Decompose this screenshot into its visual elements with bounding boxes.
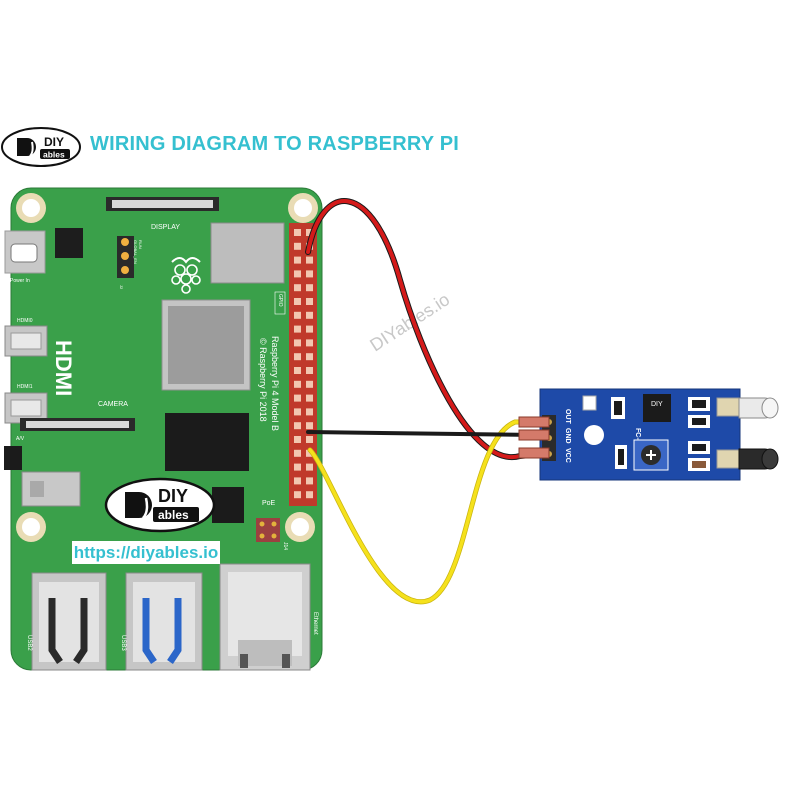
pin-label-out: OUT <box>564 409 571 425</box>
poe-label: PoE <box>262 500 276 507</box>
website-url: https://diyables.io <box>72 541 220 564</box>
sensor-chip-label: DIY <box>651 401 663 408</box>
pin-label-vcc: VCC <box>564 448 571 463</box>
mounting-holes <box>16 193 318 542</box>
run-label: RUN <box>138 240 143 249</box>
hdmi0-label: HDMI0 <box>17 318 33 324</box>
gpio-pin <box>306 298 313 305</box>
gpio-pin <box>306 229 313 236</box>
logo-top-text: DIY <box>44 135 64 149</box>
diyables-logo-board: DIY ables <box>104 477 216 533</box>
module-label: FC-51 <box>634 428 641 448</box>
hdmi1-label: HDMI1 <box>17 384 33 390</box>
usb2-port: USB2 <box>26 572 107 671</box>
board-model-text: Raspberry Pi 4 Model B <box>270 336 280 431</box>
gpio-pin <box>294 256 301 264</box>
board-copyright-text: © Raspberry Pi 2018 <box>258 338 268 422</box>
gpio-pin <box>306 422 313 430</box>
ethernet-label: Ethernet <box>312 612 318 635</box>
raspberry-pi-icon <box>171 257 201 294</box>
gpio-pin <box>306 367 313 374</box>
gpio-pin <box>294 449 301 457</box>
ethernet-port: Ethernet <box>219 563 318 671</box>
usb2-label: USB2 <box>26 635 32 651</box>
ir-sensor-module: OUT GND VCC DIY FC-51 <box>539 388 779 481</box>
gpio-pin <box>306 325 313 333</box>
gpio-pin <box>294 422 301 430</box>
board-logo-bottom-text: ables <box>158 508 189 522</box>
power-port: Power In <box>4 230 46 284</box>
ir-emitter-led <box>738 397 779 419</box>
gpio-pin <box>294 477 301 485</box>
potentiometer-icon <box>633 439 669 471</box>
gpio-pin <box>306 436 313 443</box>
gpio-pin <box>294 394 301 402</box>
av-label: A/V <box>16 436 25 442</box>
diyables-logo-top: DIY ables <box>1 127 81 167</box>
raspberry-pi-board: DISPLAY Power In RUN GLOBAL_EN J2 <box>4 187 323 671</box>
page-title: WIRING DIAGRAM TO RASPBERRY PI <box>90 133 459 155</box>
ir-receiver-led <box>738 448 779 470</box>
camera-label: CAMERA <box>98 401 128 408</box>
wires <box>305 198 550 605</box>
gpio-pin <box>306 463 313 471</box>
gpio-pin <box>294 436 301 443</box>
gpio-pin <box>306 477 313 485</box>
gpio-pin <box>306 339 313 347</box>
gpio-pin <box>294 353 301 361</box>
gpio-pin <box>306 284 313 292</box>
usb-controller-chip <box>212 487 244 523</box>
wifi-module <box>210 222 285 284</box>
display-connector: DISPLAY <box>106 197 219 231</box>
global-en-label: GLOBAL_EN <box>133 240 138 264</box>
gpio-pin <box>306 491 313 499</box>
gpio-pin <box>294 380 301 388</box>
av-jack: A/V <box>4 436 81 507</box>
gpio-pin <box>306 449 313 457</box>
gpio-pin <box>294 270 301 278</box>
hdmi-label: HDMI <box>51 340 76 396</box>
pin-label-gnd: GND <box>564 428 571 444</box>
ram-chip <box>165 413 249 471</box>
gpio-pin <box>294 311 301 319</box>
j14-label: J14 <box>282 542 288 550</box>
gpio-pin <box>294 242 301 250</box>
gpio-label: GPIO <box>277 294 283 307</box>
pmic-chip <box>55 228 83 258</box>
soc-chip <box>161 299 251 391</box>
usb3-label: USB3 <box>120 635 126 651</box>
gpio-pin <box>306 380 313 388</box>
poe-header: PoE J14 <box>256 500 288 550</box>
gpio-pin <box>294 367 301 374</box>
gpio-pin <box>294 284 301 292</box>
usb3-port: USB3 <box>120 572 203 671</box>
gnd-wire <box>306 430 543 437</box>
logo-bottom-text: ables <box>43 150 65 160</box>
gpio-pin <box>306 394 313 402</box>
gpio-pin <box>294 325 301 333</box>
gpio-pin <box>294 408 301 416</box>
gpio-pin <box>306 408 313 416</box>
gpio-pin <box>306 311 313 319</box>
gpio-pin <box>294 229 301 236</box>
gpio-header: GPIO <box>274 223 317 506</box>
gpio-pin <box>294 491 301 499</box>
vcc-wire <box>305 198 544 461</box>
gpio-pin <box>294 463 301 471</box>
board-logo-top-text: DIY <box>158 486 188 506</box>
gpio-pin <box>294 298 301 305</box>
watermark-text: DIYables.io <box>366 289 453 355</box>
gpio-pin <box>306 270 313 278</box>
power-label: Power In <box>10 278 30 284</box>
camera-connector: CAMERA <box>20 401 135 431</box>
gpio-pin <box>306 256 313 264</box>
display-label: DISPLAY <box>151 224 180 231</box>
gpio-pin <box>294 339 301 347</box>
j2-label: J2 <box>119 285 124 290</box>
j2-header: RUN GLOBAL_EN J2 <box>117 236 143 290</box>
gpio-pin <box>306 353 313 361</box>
